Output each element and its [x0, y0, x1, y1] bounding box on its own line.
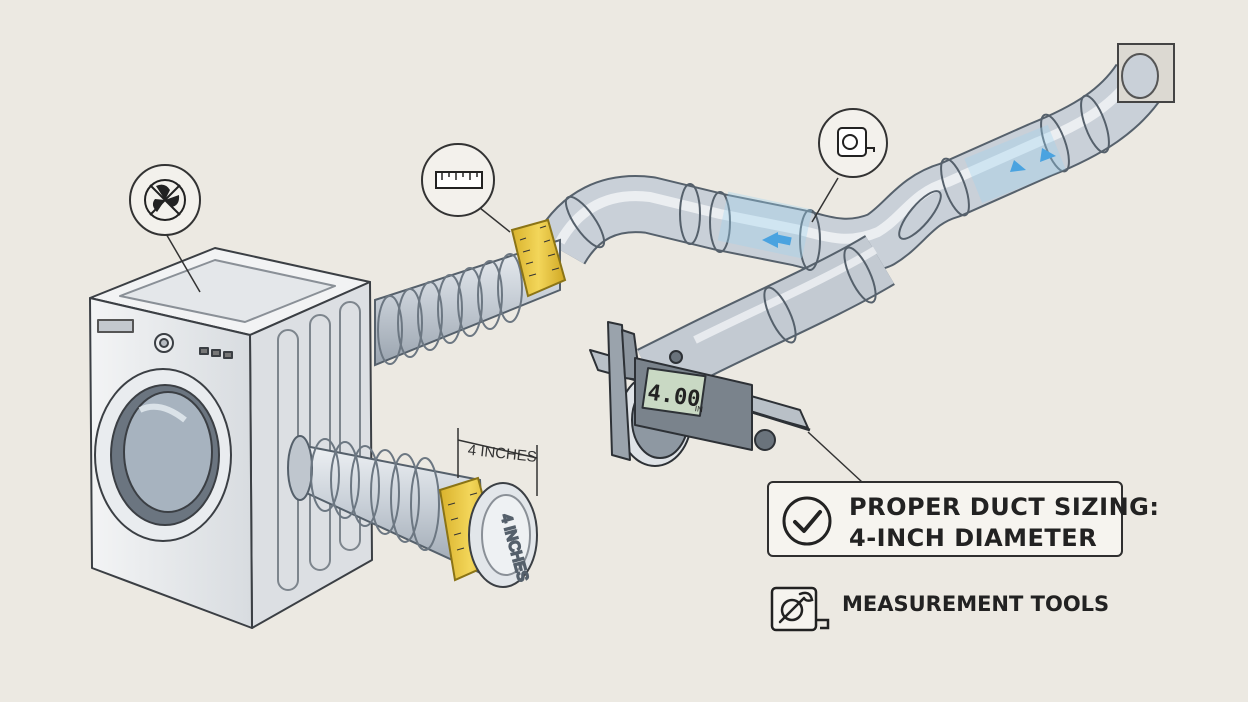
dimension-label: 4 INCHES [467, 442, 538, 466]
fan-blocked-icon [129, 164, 201, 293]
callout-line-1: PROPER DUCT SIZING: [849, 493, 1160, 521]
dryer-appliance [89, 247, 373, 629]
upper-flex-duct [374, 218, 567, 367]
airflow-section-1 [717, 191, 813, 259]
airflow-arrow [1010, 160, 1026, 172]
callout-line-2: 4-INCH DIAMETER [849, 524, 1098, 552]
digital-caliper: 4.00 IN [589, 321, 811, 467]
wall-vent [1117, 43, 1175, 103]
ruler-icon [421, 143, 511, 233]
airflow-arrow [762, 232, 778, 248]
wrench-tape-icon [770, 586, 830, 632]
measurement-tools-legend: MEASUREMENT TOOLS [770, 584, 1130, 634]
duct-sizing-callout: PROPER DUCT SIZING: 4-INCH DIAMETER [767, 481, 1159, 557]
measurement-tools-label: MEASUREMENT TOOLS [842, 592, 1110, 616]
lower-flex-duct: 4 INCHES [287, 435, 538, 588]
rigid-duct [534, 63, 1165, 401]
check-circle-icon [782, 496, 832, 546]
callout-leader [807, 431, 863, 483]
tape-measure-icon [811, 108, 888, 223]
airflow-section-2 [964, 124, 1066, 204]
caliper-unit: IN [694, 404, 703, 414]
airflow-arrow [1040, 148, 1056, 162]
